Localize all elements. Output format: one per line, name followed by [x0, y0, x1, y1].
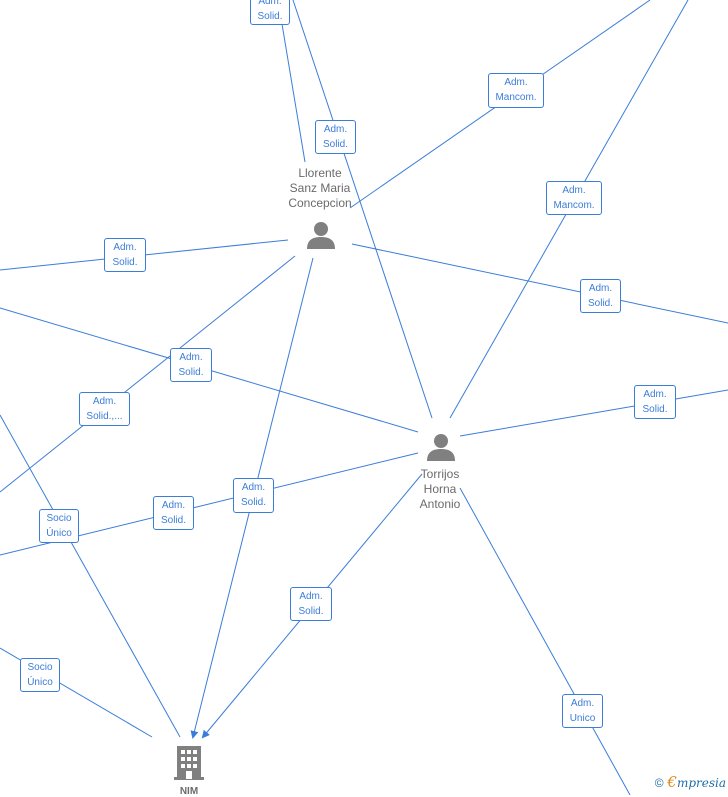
relation-badge[interactable]: Adm. Solid.: [104, 238, 146, 272]
name-line: Horna: [423, 482, 457, 496]
relation-line: Mancom.: [553, 200, 595, 211]
relation-badge[interactable]: Adm. Solid.: [170, 348, 212, 382]
relation-badge[interactable]: Adm. Solid.: [580, 279, 621, 313]
name-line: Concepcion: [288, 196, 352, 210]
relation-line: Solid.: [112, 257, 138, 268]
relation-line: Único: [46, 528, 72, 539]
relation-line: Adm.: [241, 482, 266, 493]
relation-line: Solid.: [257, 11, 283, 22]
relation-badge[interactable]: Adm. Mancom.: [546, 181, 602, 215]
relation-line: Adm.: [299, 591, 323, 602]
brand-footer: © €mpresia: [655, 773, 726, 791]
relation-badge[interactable]: Adm. Unico: [562, 694, 603, 728]
relation-line: Solid.,...: [86, 411, 123, 422]
building-icon[interactable]: [174, 744, 204, 780]
brand-logo-letter: €: [667, 773, 677, 791]
name-line: Llorente: [298, 166, 342, 180]
relation-line: Adm.: [179, 352, 203, 363]
relation-badge[interactable]: Adm. Mancom.: [488, 73, 544, 108]
edge: [0, 414, 181, 738]
relation-badge[interactable]: Socio Único: [39, 509, 79, 543]
relation-line: Mancom.: [495, 92, 537, 103]
relation-line: Adm.: [643, 389, 667, 400]
relation-line: Solid.: [322, 139, 348, 150]
relation-line: Solid.: [298, 606, 324, 617]
edge: [459, 487, 631, 795]
relation-line: Adm.: [562, 185, 586, 196]
relation-line: Adm.: [323, 124, 348, 135]
relation-line: Solid.: [587, 298, 613, 309]
person-name-llorente: Llorente Sanz Maria Concepcion: [276, 166, 364, 211]
person-name-torrijos: Torrijos Horna Antonio: [396, 467, 484, 512]
relation-line: Solid.: [240, 497, 266, 508]
relation-badge[interactable]: Adm. Solid.: [250, 0, 290, 25]
copyright-symbol: ©: [654, 776, 664, 790]
relation-line: Socio: [46, 513, 72, 524]
relation-badge[interactable]: Adm. Solid.: [153, 496, 194, 530]
edge: [351, 243, 728, 324]
relation-badge[interactable]: Adm. Solid.,...: [79, 392, 130, 426]
brand-name: mpresia: [676, 776, 726, 790]
name-line: Antonio: [419, 497, 461, 511]
relation-badge[interactable]: Adm. Solid.: [233, 478, 274, 513]
company-name[interactable]: NIM: [179, 786, 199, 797]
relation-badge[interactable]: Adm. Solid.: [634, 385, 676, 419]
relation-line: Adm.: [504, 77, 528, 88]
edge: [277, 0, 306, 163]
relation-line: Adm.: [570, 698, 595, 709]
relation-line: Unico: [569, 713, 596, 724]
relation-badge[interactable]: Socio Único: [20, 658, 60, 692]
relation-line: Solid.: [178, 367, 204, 378]
relation-line: Socio: [27, 662, 53, 673]
relation-badge[interactable]: Adm. Solid.: [290, 587, 332, 621]
relation-line: Adm.: [92, 396, 117, 407]
relation-badge[interactable]: Adm. Solid.: [315, 120, 356, 154]
relation-line: Solid.: [642, 404, 668, 415]
edge: [292, 0, 433, 419]
person-icon[interactable]: [306, 220, 336, 250]
edge: [459, 389, 728, 437]
name-line: Torrijos: [420, 467, 460, 481]
person-icon[interactable]: [426, 432, 456, 462]
relation-line: Adm.: [588, 283, 613, 294]
name-line: Sanz Maria: [289, 181, 351, 195]
relation-line: Único: [27, 677, 53, 688]
relation-line: Adm.: [113, 242, 137, 253]
edge: [0, 255, 296, 493]
relation-line: Solid.: [160, 515, 186, 526]
relation-line: Adm.: [161, 500, 186, 511]
relation-line: Adm.: [258, 0, 282, 7]
